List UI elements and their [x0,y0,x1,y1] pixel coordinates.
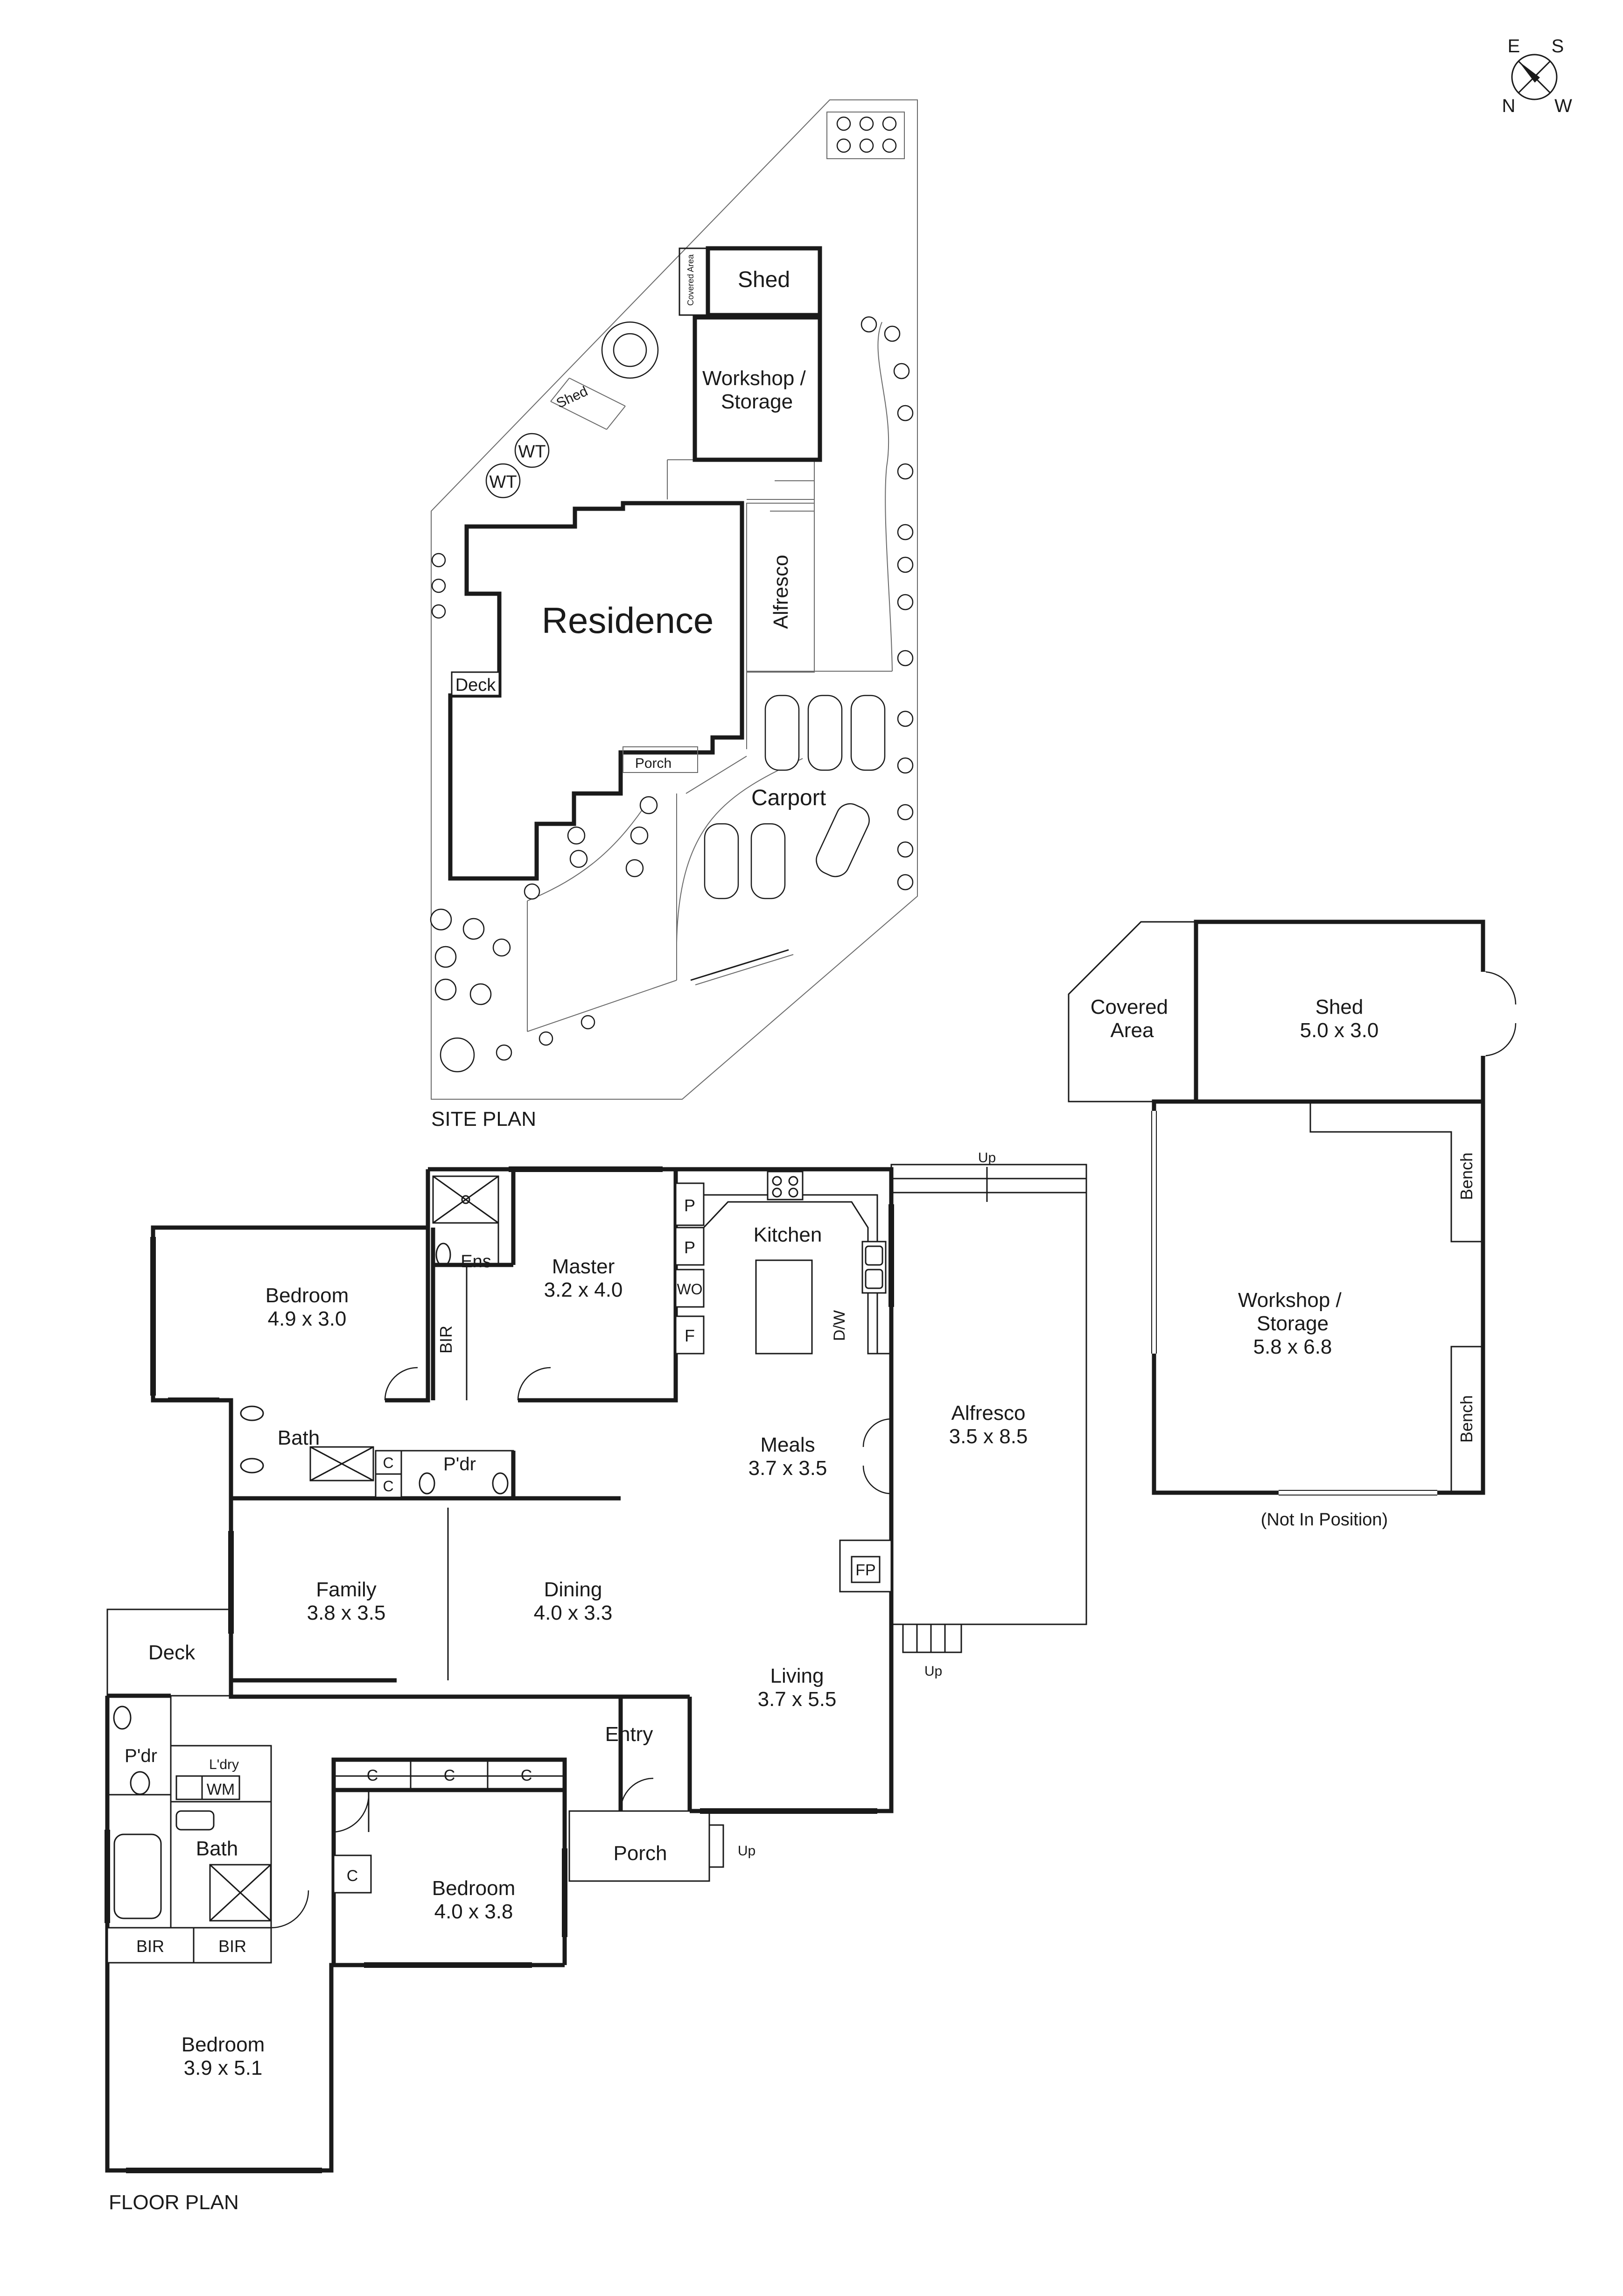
cupboard-bedroom-mid: C [347,1867,358,1885]
compass-north-label: N [1502,96,1516,116]
living-name: Living [770,1664,824,1687]
site-workshop [693,315,822,462]
outbuilding-shed-name: Shed [1315,996,1364,1018]
meals-dims: 3.7 x 3.5 [749,1457,827,1480]
kitchen-name: Kitchen [754,1223,822,1246]
site-carport-label: Carport [751,786,826,810]
kitchen-east-wall [676,1167,894,1624]
cupboard-upper-2: C [383,1478,393,1495]
living-up-label: Up [924,1664,942,1679]
alfresco-up-label: Up [978,1150,996,1166]
bedroom-sw-name: Bedroom [182,2033,265,2056]
site-deck-label: Deck [455,675,497,695]
bedroom-mid-dims: 4.0 x 3.8 [434,1900,513,1923]
fireplace-icon [851,1556,881,1583]
outbuilding-workshop-dims: 5.8 x 6.8 [1253,1335,1332,1358]
alfresco-dims: 3.5 x 8.5 [949,1425,1028,1448]
alfresco-area [890,1164,1087,1625]
site-water-tank-2-label: WT [489,472,517,492]
outbuilding-plan: Covered Area Shed 5.0 x 3.0 Bench Bench … [1068,920,1517,1530]
compass-west-label: W [1554,96,1572,116]
site-plan: Deck Residence Alfresco Porch Shed Cover… [430,99,918,1130]
ensuite-label: Ens [461,1252,491,1271]
site-alfresco-label: Alfresco [770,555,792,629]
pdr-upper-name: P'dr [443,1454,476,1474]
wall-oven-label: WO [677,1281,702,1298]
cupboard-mid-3: C [521,1767,532,1784]
pantry-label-2: P [684,1238,695,1257]
bath-upper-name: Bath [278,1426,320,1449]
floor-plan-caption: FLOOR PLAN [109,2191,239,2214]
outbuilding-shed-dims: 5.0 x 3.0 [1300,1019,1379,1042]
cupboard-upper-1: C [383,1454,393,1471]
compass-south-label: S [1552,36,1564,56]
master-bir-label: BIR [436,1326,455,1354]
fridge-label: F [685,1326,695,1345]
alfresco-name: Alfresco [951,1402,1026,1425]
bath-lower-name: Bath [196,1837,238,1860]
bir-lower-1: BIR [136,1937,164,1956]
porch-name: Porch [614,1842,667,1865]
dishwasher-label: D/W [831,1310,848,1341]
floor-plan: Up Alfresco 3.5 x 8.5 Up P P W [105,1150,1087,2214]
bedroom-nw-dims: 4.9 x 3.0 [268,1307,347,1330]
toilet-icon [435,1243,451,1267]
site-shed-label: Shed [738,267,790,292]
pdr-lower-name: P'dr [125,1746,157,1766]
dining-dims: 4.0 x 3.3 [534,1601,613,1624]
fireplace-label: FP [855,1561,875,1579]
site-covered-area-label: Covered Area [686,254,695,306]
site-boundary [431,99,918,1100]
outbuilding-bench-lower: Bench [1457,1395,1476,1443]
meals-name: Meals [760,1433,815,1456]
site-residence-label: Residence [542,600,714,641]
site-plan-caption: SITE PLAN [431,1108,536,1130]
washing-machine-icon [201,1775,240,1800]
bathtub-icon [113,1833,162,1919]
car-icon [704,695,886,899]
bedroom-mid-name: Bedroom [432,1877,516,1900]
bedroom-sw-dims: 3.9 x 5.1 [184,2057,263,2079]
kitchen-island [755,1259,813,1355]
site-porch-label: Porch [635,756,672,771]
site-workshop-label: Workshop / Storage [702,367,812,413]
laundry-name: L'dry [209,1757,239,1772]
master-name: Master [552,1255,615,1278]
family-dims: 3.8 x 3.5 [307,1601,386,1624]
master-dims: 3.2 x 4.0 [544,1278,623,1301]
washing-machine-label: WM [207,1781,235,1798]
cupboard-mid-1: C [367,1767,378,1784]
cooktop-icon [767,1171,804,1201]
window-icon [105,1166,894,2173]
deck-name: Deck [148,1641,196,1664]
outbuilding-bench-upper: Bench [1457,1152,1476,1200]
site-water-tank-1-label: WT [518,442,546,462]
outbuilding-note: (Not In Position) [1261,1510,1388,1530]
bir-lower-2: BIR [218,1937,246,1956]
entry-name: Entry [605,1723,653,1746]
dining-name: Dining [544,1578,602,1601]
bedroom-nw-name: Bedroom [266,1284,349,1307]
cupboard-mid-2: C [444,1767,455,1784]
outbuilding-covered-area-label: Covered Area [1091,996,1174,1042]
pantry-label-1: P [684,1196,695,1215]
compass-rose: E S N W [1502,36,1573,116]
outbuilding-workshop-name: Workshop / Storage [1238,1289,1347,1335]
shrub-icon [430,116,914,1073]
family-name: Family [316,1578,377,1601]
living-dims: 3.7 x 5.5 [758,1688,837,1711]
site-small-shed-label: Shed [554,384,590,412]
compass-east-label: E [1508,36,1520,56]
porch-up-label: Up [738,1843,756,1859]
